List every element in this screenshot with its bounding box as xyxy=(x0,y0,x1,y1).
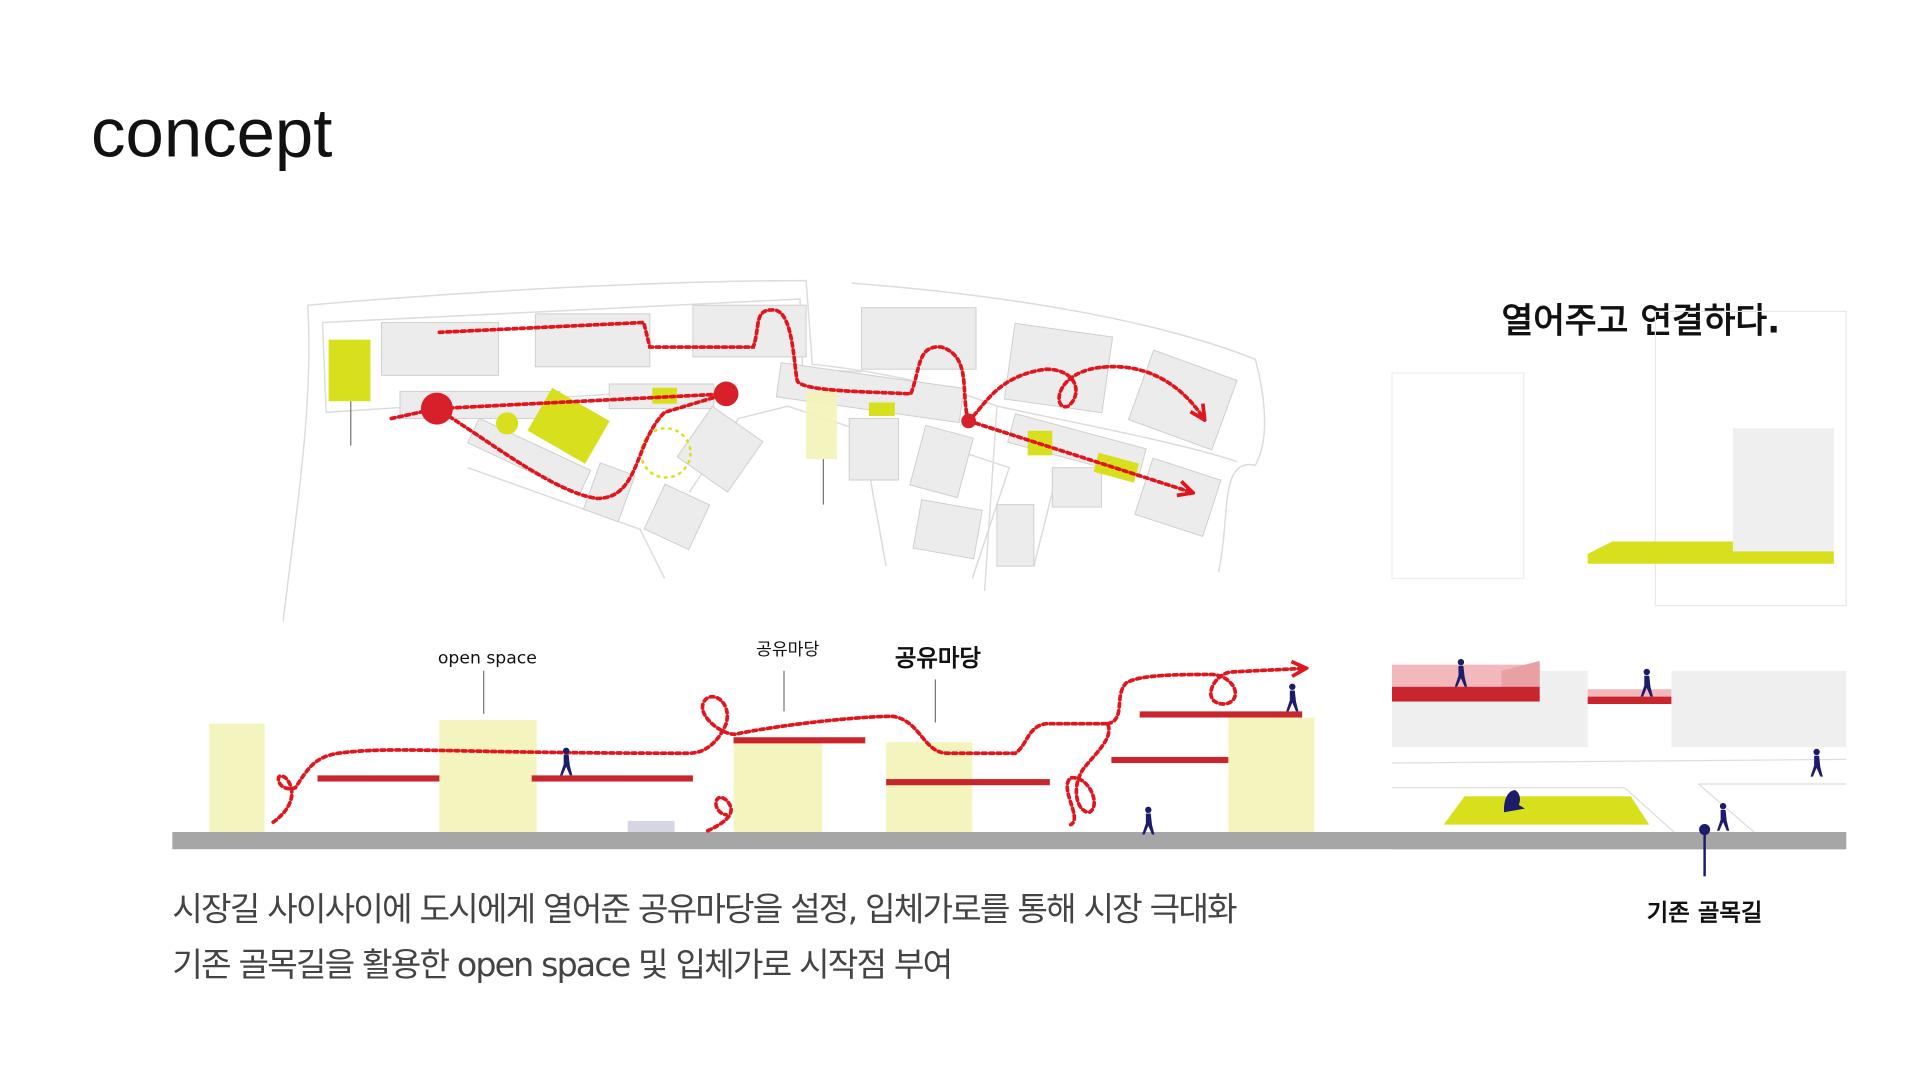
map-route-east xyxy=(966,364,1204,421)
map-road-outline xyxy=(282,279,1266,622)
label-shared-yard-bold: 공유마당 xyxy=(895,644,982,672)
yellow-open-space xyxy=(1443,796,1650,825)
shared-yard-block xyxy=(733,738,823,835)
map-node xyxy=(420,392,453,425)
map-open-space xyxy=(328,339,371,402)
map-route-upper xyxy=(437,308,971,423)
map-route-south xyxy=(966,419,1192,492)
site-plan-map xyxy=(282,279,1266,622)
page-title: concept xyxy=(91,94,332,171)
shared-yard-block xyxy=(886,742,973,835)
headline: 열어주고 연결하다. xyxy=(1502,301,1781,341)
map-node xyxy=(961,413,976,429)
map-node xyxy=(713,381,739,407)
map-shared-yard xyxy=(527,387,610,464)
description-line-1: 시장길 사이사이에 도시에게 열어준 공유마당을 설정, 입체가로를 통해 시장… xyxy=(172,890,1237,929)
elevated-block xyxy=(1228,717,1315,835)
label-open-space: open space xyxy=(438,648,537,668)
connection-illustration: 열어주고 연결하다. 기존 골목길 xyxy=(1391,301,1847,927)
open-space-block xyxy=(439,720,537,835)
description-line-2: 기존 골목길을 활용한 open space 및 입체가로 시작점 부여 xyxy=(172,945,951,984)
label-existing-alley: 기존 골목길 xyxy=(1647,899,1763,927)
open-space-block xyxy=(209,723,265,835)
label-shared-yard-small: 공유마당 xyxy=(756,640,820,660)
section-route xyxy=(271,668,1304,827)
